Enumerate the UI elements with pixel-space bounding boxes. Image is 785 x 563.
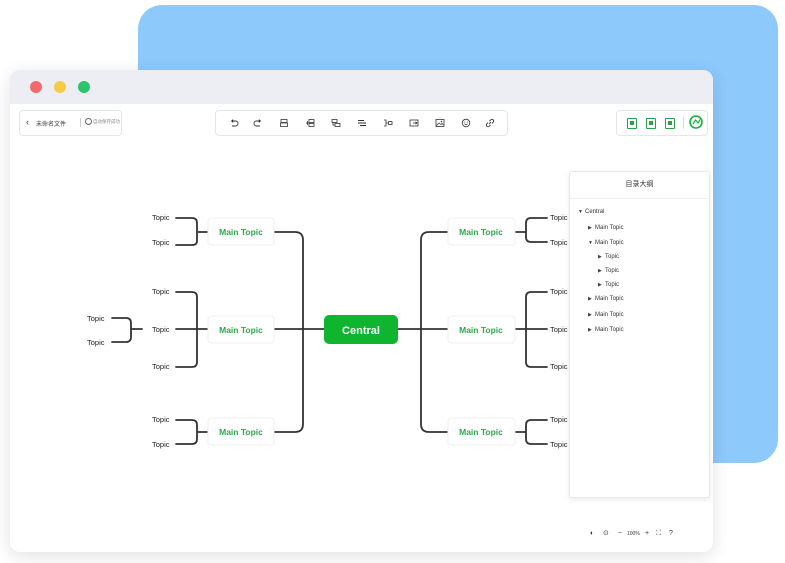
main-topic-node[interactable] [447,217,516,246]
main-topic-label: Main Topic [219,427,263,437]
outline-item[interactable]: ▼Central [578,208,604,216]
caret-right-icon[interactable]: ▶ [588,225,592,231]
image-icon[interactable] [434,117,445,128]
summary-icon[interactable] [382,117,393,128]
outline-item[interactable]: ▶Main Topic [588,326,624,334]
outline-item[interactable]: ▶Topic [598,267,619,275]
outline-item-label: Main Topic [595,327,624,333]
divider [683,117,684,129]
title-bar [10,70,713,104]
insert-child-icon[interactable] [304,117,315,128]
outline-item-label: Main Topic [595,225,624,231]
topic-node[interactable]: Topic [550,362,568,371]
link-icon[interactable] [484,117,495,128]
outline-item-label: Topic [605,282,620,288]
caret-right-icon[interactable]: ▶ [598,268,602,274]
topic-node[interactable]: Topic [550,440,568,449]
file-actions [616,110,708,136]
caret-right-icon[interactable]: ▶ [598,254,602,260]
caret-right-icon[interactable]: ▶ [588,296,592,302]
outline-item-label: Main Topic [595,312,624,318]
caret-right-icon[interactable]: ▶ [588,312,592,318]
save-status: 自动保存成功 [93,119,120,124]
fit-screen-icon[interactable]: ⛶ [656,530,661,537]
topic-node[interactable]: Topic [550,213,568,222]
clock-icon [85,118,92,125]
topic-node[interactable]: Topic [152,287,170,296]
main-topic-node[interactable] [207,217,275,246]
outline-item-label: Topic [605,254,620,260]
insert-sibling-icon[interactable] [330,117,341,128]
topic-node[interactable]: Topic [152,213,170,222]
central-node-label: Central [342,325,380,337]
back-chevron-icon[interactable]: ‹ [26,117,29,127]
topic-node[interactable]: Topic [550,287,568,296]
zoom-out-button[interactable]: − [618,530,623,537]
redo-icon[interactable] [252,117,263,128]
divider [80,118,81,127]
main-topic-label: Main Topic [219,227,263,237]
locate-icon[interactable]: ⊙ [603,530,609,537]
save-icon[interactable] [627,118,637,129]
caret-right-icon[interactable]: ▶ [588,327,592,333]
outline-title: 目录大纲 [570,172,709,199]
topic-node[interactable]: Topic [152,415,170,424]
main-topic-node[interactable] [207,315,275,344]
insert-parent-icon[interactable] [356,117,367,128]
zoom-controls: ◐ ⊙ − 100% + ⛶ ? [590,528,680,540]
main-topic-label: Main Topic [459,227,503,237]
undo-icon[interactable] [228,117,239,128]
outline-item-label: Topic [605,268,620,274]
mindmap-canvas[interactable]: Central Main Topic Main Topic Main Topic… [10,70,713,552]
relationship-icon[interactable] [408,117,419,128]
topic-node[interactable]: Topic [152,362,170,371]
outline-item[interactable]: ▶Main Topic [588,224,624,232]
topic-node[interactable]: Topic [550,325,568,334]
outline-item[interactable]: ▶Main Topic [588,311,624,319]
outline-item-label: Main Topic [595,296,624,302]
minimize-window-button[interactable] [54,81,66,93]
caret-down-icon[interactable]: ▼ [588,240,593,246]
maximize-window-button[interactable] [78,81,90,93]
app-window: ‹ 未命名文件 自动保存成功 [10,70,713,552]
topic-node[interactable]: Topic [550,415,568,424]
topic-node[interactable]: Topic [87,338,105,347]
import-icon[interactable] [665,118,675,129]
main-topic-label: Main Topic [459,427,503,437]
outline-item[interactable]: ▶Topic [598,253,619,261]
main-topic-label: Main Topic [219,325,263,335]
caret-right-icon[interactable]: ▶ [598,282,602,288]
outline-item[interactable]: ▶Topic [598,281,619,289]
topic-node[interactable]: Topic [152,325,170,334]
outline-item-label: Central [585,209,605,215]
outline-item[interactable]: ▼Main Topic [588,239,624,247]
export-icon[interactable] [646,118,656,129]
app-logo-icon [689,115,703,129]
format-painter-icon[interactable] [278,117,289,128]
topic-node[interactable]: Topic [87,314,105,323]
caret-down-icon[interactable]: ▼ [578,209,583,215]
file-info: ‹ 未命名文件 自动保存成功 [19,110,122,136]
main-topic-node[interactable] [447,315,516,344]
outline-panel: 目录大纲 ▼Central▶Main Topic▼Main Topic▶Topi… [569,171,710,498]
topic-node[interactable]: Topic [152,440,170,449]
edit-toolbar [215,110,508,136]
main-topic-node[interactable] [447,417,516,446]
hand-tool-icon[interactable]: ◐ [590,530,595,537]
topic-node[interactable]: Topic [152,238,170,247]
outline-item[interactable]: ▶Main Topic [588,295,624,303]
zoom-in-button[interactable]: + [645,530,650,537]
file-name[interactable]: 未命名文件 [36,122,67,128]
main-topic-label: Main Topic [459,325,503,335]
topic-node[interactable]: Topic [550,238,568,247]
emoji-icon[interactable] [460,117,471,128]
central-node[interactable] [324,315,398,344]
outline-item-label: Main Topic [595,240,624,246]
help-icon[interactable]: ? [669,530,673,537]
main-topic-node[interactable] [207,417,275,446]
close-window-button[interactable] [30,81,42,93]
zoom-level: 100% [627,531,640,537]
